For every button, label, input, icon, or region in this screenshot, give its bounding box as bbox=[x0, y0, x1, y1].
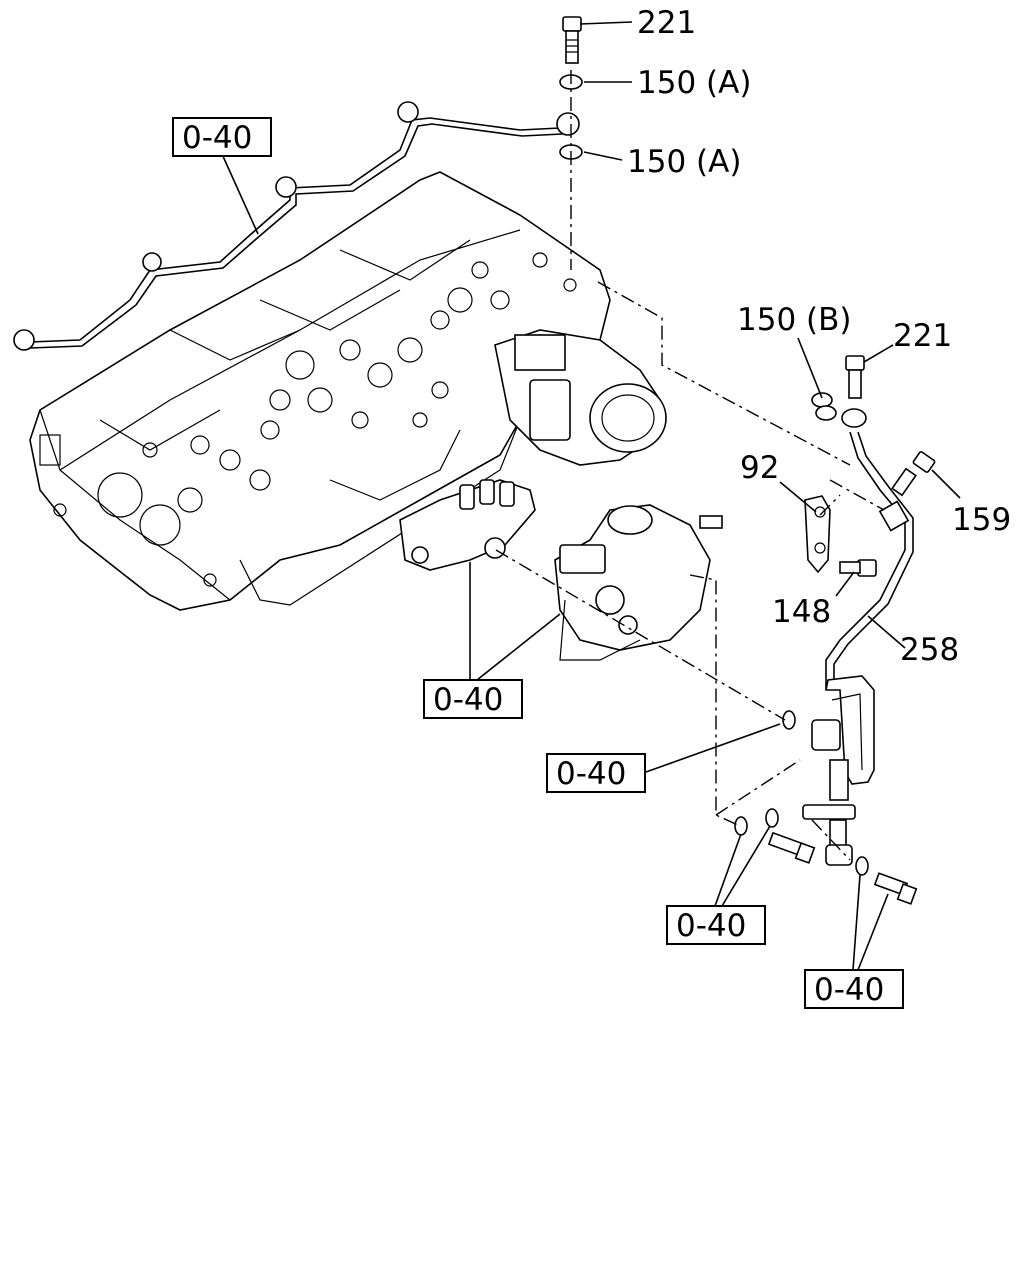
callout-150a-lower: 150 (A) bbox=[627, 144, 741, 180]
callout-150a-upper: 150 (A) bbox=[637, 65, 751, 101]
ref-box-lower-right: 0-40 bbox=[804, 969, 904, 1009]
ref-box-washer: 0-40 bbox=[546, 753, 646, 793]
bolt-221-top bbox=[562, 16, 582, 64]
callout-221-top: 221 bbox=[637, 5, 696, 41]
svg-text:0-40: 0-40 bbox=[676, 908, 746, 944]
cylinder-head bbox=[29, 171, 611, 611]
callout-92: 92 bbox=[740, 450, 779, 486]
callout-159: 159 bbox=[952, 502, 1011, 538]
svg-text:0-40: 0-40 bbox=[182, 120, 252, 156]
alignment-lines bbox=[495, 70, 885, 861]
callout-150b: 150 (B) bbox=[737, 302, 851, 338]
svg-text:0-40: 0-40 bbox=[433, 682, 503, 718]
bolt-159 bbox=[891, 451, 936, 497]
supply-pump bbox=[554, 504, 723, 661]
ref-box-lower-left: 0-40 bbox=[666, 905, 766, 945]
fuel-pipe-258 bbox=[802, 408, 914, 866]
svg-text:0-40: 0-40 bbox=[556, 756, 626, 792]
bolt-148 bbox=[839, 559, 877, 577]
callout-258: 258 bbox=[900, 632, 959, 668]
ref-box-leakoff: 0-40 bbox=[172, 117, 272, 157]
callout-221-right: 221 bbox=[893, 318, 952, 354]
callout-148: 148 bbox=[772, 594, 831, 630]
lower-washers-bolts bbox=[734, 710, 918, 905]
svg-text:0-40: 0-40 bbox=[814, 972, 884, 1008]
washer-150b bbox=[811, 392, 837, 421]
bolt-221-right bbox=[845, 355, 865, 399]
valve-block bbox=[399, 479, 536, 571]
leader-lines bbox=[221, 21, 961, 971]
clip-92 bbox=[804, 495, 831, 574]
ref-box-pump: 0-40 bbox=[423, 679, 523, 719]
throttle-body bbox=[494, 329, 667, 466]
leak-off-pipe bbox=[13, 101, 580, 351]
